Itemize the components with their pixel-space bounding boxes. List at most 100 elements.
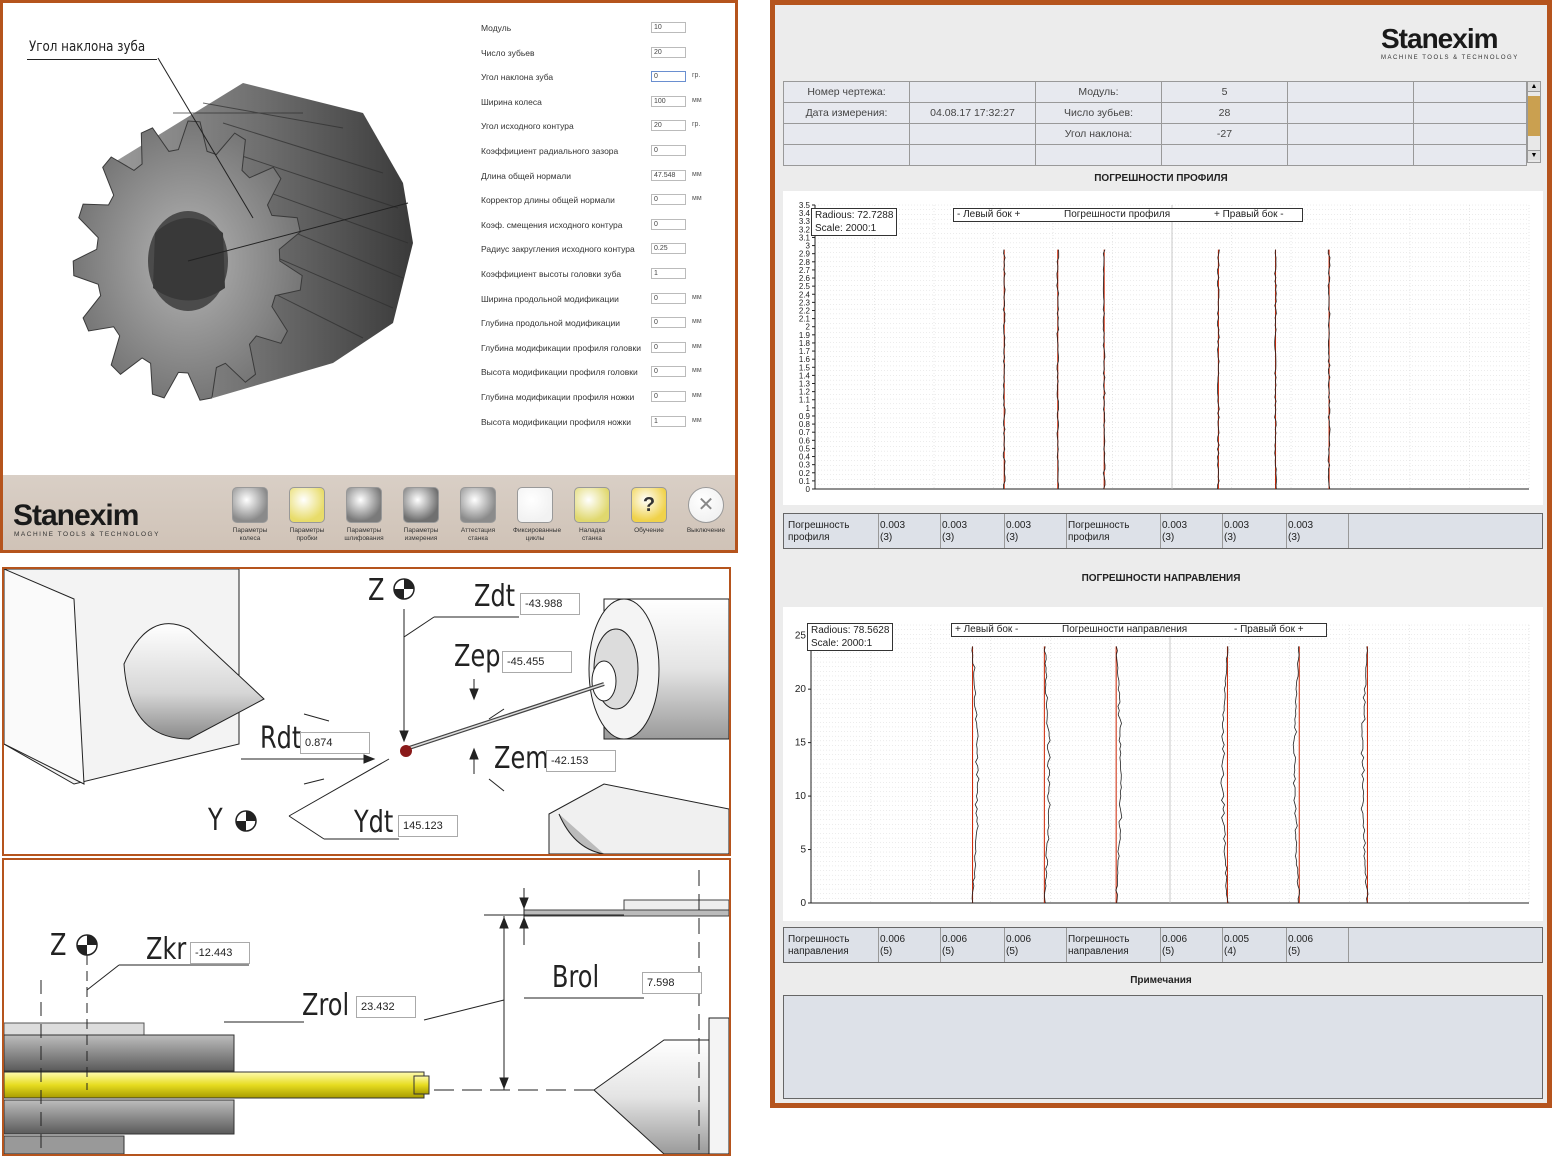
y-tick-label: 2.3 [799, 298, 811, 307]
direction-section-title: ПОГРЕШНОСТИ НАПРАВЛЕНИЯ [1081, 573, 1241, 584]
param-input[interactable]: 20 [651, 46, 686, 58]
param-input[interactable]: 10 [651, 22, 686, 33]
table-row: Дата измерения: 04.08.17 17:32:27 Число … [783, 102, 1527, 124]
ydt-value[interactable]: 145.123 [398, 815, 458, 837]
error-cell-line: Погрешность [1068, 934, 1130, 945]
toolbar-label: Параметры [232, 527, 268, 534]
zep-label: Zep [454, 639, 501, 674]
param-input[interactable]: 0 [651, 145, 686, 156]
param-unit: гр. [692, 121, 701, 129]
param-input[interactable]: 0 [651, 341, 686, 353]
zep-value[interactable]: -45.455 [502, 651, 572, 673]
scroll-up-arrow-icon[interactable]: ▲ [1528, 82, 1540, 92]
y-tick-label: 20 [795, 684, 807, 695]
y-tick-label: 0.6 [799, 436, 811, 445]
toolbar-button-shutdown[interactable]: ✕Выключение [684, 487, 728, 535]
param-input[interactable]: 0 [651, 366, 686, 378]
rdt-value[interactable]: 0.874 [300, 732, 370, 754]
y-tick-label: 0.5 [799, 444, 811, 453]
help-icon: ? [631, 487, 667, 523]
param-input[interactable]: 0 [651, 71, 686, 83]
toolbar-label: Выключение [686, 527, 726, 534]
table-row: Номер чертежа: Модуль: 5 [783, 81, 1527, 103]
param-input[interactable]: 0 [651, 317, 686, 329]
error-cell: 0.003(3) [1162, 520, 1187, 544]
cell-divider [878, 514, 879, 548]
param-unit: мм [692, 392, 702, 399]
param-input[interactable]: 0 [651, 292, 686, 304]
legend-left-flank: + Левый бок - [955, 624, 1019, 635]
toolbar-label: Параметры [289, 527, 325, 534]
y-tick-label: 3.2 [799, 225, 811, 234]
brol-value[interactable]: 7.598 [642, 972, 702, 994]
scroll-thumb[interactable] [1528, 96, 1540, 136]
error-cell-line: 0.006 [1006, 934, 1032, 945]
param-input[interactable]: 0.25 [651, 243, 686, 255]
param-input[interactable]: 0 [651, 218, 686, 230]
zkr-value[interactable]: -12.443 [190, 942, 250, 964]
toolbar-label: шлифования [344, 535, 384, 542]
param-input[interactable]: 1 [651, 268, 686, 279]
measurement-report: Stanexim MACHINE TOOLS & TECHNOLOGY Номе… [770, 0, 1552, 1108]
fixed-cycles-icon [517, 487, 553, 523]
cell-divider [1066, 514, 1067, 548]
y-tick-label: 10 [795, 791, 807, 802]
param-label: Высота модификации профиля ножки [481, 416, 631, 427]
cell-divider [1348, 928, 1349, 962]
roller-drawing [4, 870, 729, 1154]
report-logo-subtitle: MACHINE TOOLS & TECHNOLOGY [1381, 55, 1519, 61]
date-value: 04.08.17 17:32:27 [909, 102, 1036, 124]
module-value: 5 [1161, 81, 1288, 103]
direction-chart-info: Radious: 78.5628 Scale: 2000:1 [807, 623, 894, 651]
param-input[interactable]: 0 [651, 391, 686, 402]
legend-title: Погрешности профиля [1064, 209, 1171, 220]
zrol-value[interactable]: 23.432 [356, 996, 416, 1018]
param-label: Модуль [481, 23, 512, 33]
param-unit: мм [692, 293, 702, 301]
param-unit: мм [692, 416, 702, 424]
header-scrollbar[interactable]: ▲ ▼ [1527, 81, 1541, 163]
zdt-value[interactable]: -43.988 [520, 593, 580, 615]
y-tick-label: 15 [795, 738, 807, 749]
notes-textarea[interactable] [783, 995, 1543, 1099]
error-cell-line: (5) [942, 946, 955, 957]
helix-angle-callout: Угол наклона зуба [29, 39, 146, 55]
error-cell: 0.003(3) [942, 520, 967, 544]
param-input[interactable]: 1 [651, 415, 686, 427]
param-label: Ширина колеса [481, 96, 542, 107]
toolbar-button-help[interactable]: ?Обучение [627, 487, 671, 535]
zem-value[interactable]: -42.153 [546, 750, 616, 772]
error-cell-line: Погрешность [1068, 520, 1130, 531]
legend-right-flank: - Правый бок + [1234, 624, 1304, 635]
y-tick-label: 2.2 [799, 306, 811, 315]
measure-params-icon [403, 487, 439, 523]
drawing-label: Номер чертежа: [783, 81, 910, 103]
cell-divider [1348, 514, 1349, 548]
param-unit: мм [692, 96, 702, 104]
param-label: Коэф. смещения исходного контура [481, 219, 623, 230]
profile-chart: 00.10.20.30.40.50.60.70.80.911.11.21.31.… [799, 201, 1530, 494]
param-unit: мм [692, 342, 702, 350]
param-input[interactable]: 0 [651, 194, 686, 206]
param-input[interactable]: 20 [651, 120, 686, 132]
scroll-down-arrow-icon[interactable]: ▼ [1528, 150, 1540, 160]
error-cell-line: (5) [1006, 946, 1019, 957]
z-axis-label: Z [50, 928, 67, 963]
grinding-params-icon [346, 487, 382, 523]
error-cell: 0.006(5) [1162, 934, 1187, 958]
zem-label: Zem [494, 741, 549, 776]
param-input[interactable]: 100 [651, 95, 686, 107]
ydt-label: Ydt [354, 805, 394, 840]
param-input[interactable]: 47.548 [651, 169, 686, 181]
machine-setup-icon [574, 487, 610, 523]
error-cell-line: 0.006 [880, 934, 906, 945]
